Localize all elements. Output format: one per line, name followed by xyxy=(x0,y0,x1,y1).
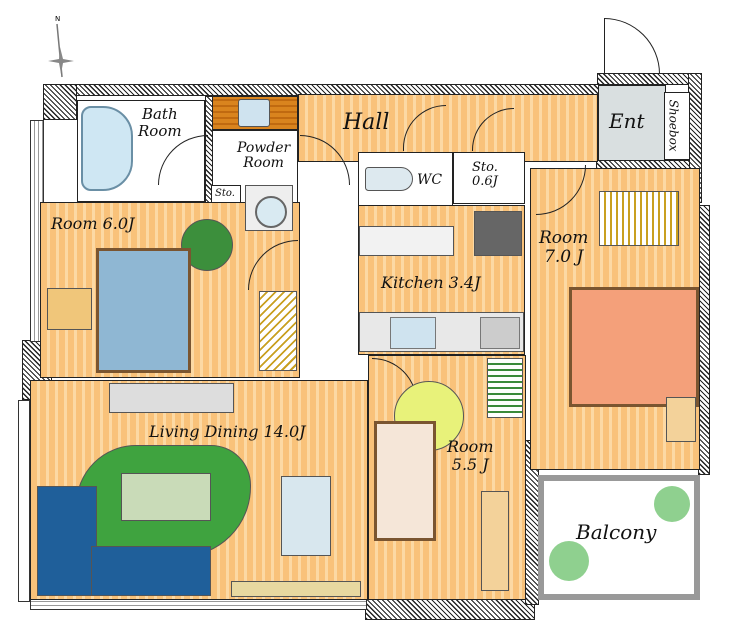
coffee-table xyxy=(121,473,211,521)
hall: Hall xyxy=(298,94,598,162)
room-east: Room 7.0 J xyxy=(530,168,700,470)
powder-label-line2: Room xyxy=(243,155,284,172)
sink-icon xyxy=(238,99,270,127)
room-west: Room 6.0J xyxy=(40,202,300,378)
outer-wall-bottom xyxy=(365,598,535,620)
compass-north-label: N xyxy=(55,15,60,23)
entrance-label: Ent xyxy=(609,109,645,133)
bath-label-line2: Room xyxy=(138,121,182,140)
bathtub xyxy=(81,106,133,191)
desk-east xyxy=(666,397,696,442)
stove-icon xyxy=(480,317,520,349)
sto-small-label: Sto. xyxy=(215,188,235,199)
kitchen-counter xyxy=(359,312,524,352)
closet-west xyxy=(259,291,297,371)
toilet-icon xyxy=(365,167,413,191)
kitchen-counter-top xyxy=(359,226,454,256)
sofa xyxy=(37,486,97,596)
wc-label: WC xyxy=(417,172,443,188)
storage-room: Sto. 0.6J xyxy=(453,152,525,204)
entrance-door[interactable] xyxy=(604,18,660,74)
shoebox-label: Shoebox xyxy=(666,99,681,152)
plant-icon xyxy=(549,541,589,581)
storage-label-line2: 0.6J xyxy=(472,174,498,190)
hall-label: Hall xyxy=(343,110,390,135)
kitchen: Kitchen 3.4J xyxy=(358,205,525,355)
room-south-label-line1: Room xyxy=(447,437,494,456)
room-east-label-line2: 7.0 J xyxy=(544,246,584,267)
shoebox: Shoebox xyxy=(664,92,690,160)
room-east-label-line1: Room xyxy=(539,228,589,248)
vanity-counter xyxy=(212,96,298,130)
room-west-label: Room 6.0J xyxy=(51,214,135,233)
washing-machine xyxy=(245,185,293,231)
bed-south xyxy=(374,421,436,541)
bath-room: Bath Room xyxy=(77,100,205,202)
compass-icon: N xyxy=(48,15,74,78)
living-dining: Living Dining 14.0J xyxy=(30,380,368,600)
desk-south xyxy=(481,491,509,591)
bed-east xyxy=(569,287,699,407)
closet-east xyxy=(599,191,679,246)
sofa-extension xyxy=(91,546,211,596)
powder-label-line1: Powder xyxy=(237,140,291,156)
nightstand xyxy=(47,288,92,330)
closet-south xyxy=(487,358,523,418)
storage-label-line1: Sto. xyxy=(472,160,498,175)
balcony-label: Balcony xyxy=(576,520,657,544)
bed-west xyxy=(96,248,191,373)
entrance: Ent xyxy=(598,85,666,161)
window-left-lower xyxy=(18,400,30,602)
outer-wall-ent xyxy=(597,73,699,85)
bath-label-line1: Bath xyxy=(141,105,178,123)
living-label: Living Dining 14.0J xyxy=(149,422,306,441)
plant-icon xyxy=(654,486,690,522)
dining-table xyxy=(281,476,331,556)
kitchen-label: Kitchen 3.4J xyxy=(381,273,481,292)
room-south-label-line2: 5.5 J xyxy=(451,454,489,474)
outer-wall-left xyxy=(43,84,77,120)
fridge xyxy=(474,211,522,256)
balcony: Balcony xyxy=(538,475,700,600)
tv-board xyxy=(109,383,234,413)
shelf xyxy=(231,581,361,597)
